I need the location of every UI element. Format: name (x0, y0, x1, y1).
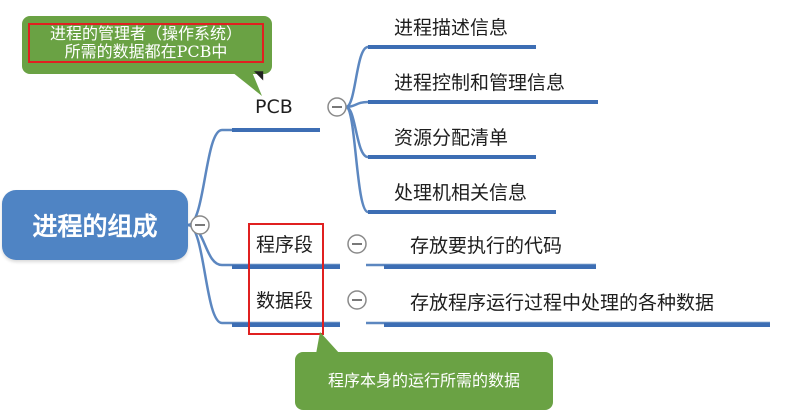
callout-bottom-pointer (316, 332, 340, 354)
pcb-child-control[interactable]: 进程控制和管理信息 (394, 72, 566, 94)
callout-bottom: 程序本身的运行所需的数据 (295, 352, 553, 410)
highlight-box (248, 223, 324, 335)
pcb-child-description[interactable]: 进程描述信息 (394, 17, 509, 39)
connector-pcb-child-1 (345, 45, 536, 109)
pcb-child-resources[interactable]: 资源分配清单 (394, 127, 509, 149)
root-node-label: 进程的组成 (32, 212, 158, 241)
callout-top-line1: 进程的管理者（操作系统） (49, 24, 242, 43)
data-child-data[interactable]: 存放程序运行过程中处理的各种数据 (410, 292, 715, 314)
mouse-cursor-icon: ◥ (254, 68, 264, 82)
callout-top: 进程的管理者（操作系统） 所需的数据都在PCB中 (22, 16, 272, 74)
branch-data-segment[interactable]: 数据段 (256, 290, 314, 312)
collapse-icon-program[interactable] (347, 234, 367, 254)
pcb-child-processor[interactable]: 处理机相关信息 (394, 182, 528, 204)
collapse-icon-root[interactable] (190, 215, 210, 235)
collapse-icon-data[interactable] (347, 290, 367, 310)
root-node[interactable]: 进程的组成 (2, 190, 188, 260)
program-child-code[interactable]: 存放要执行的代码 (410, 235, 563, 257)
branch-pcb[interactable]: PCB (255, 96, 293, 118)
callout-top-highlight: 进程的管理者（操作系统） 所需的数据都在PCB中 (28, 23, 264, 63)
connector-pcb-child-4 (344, 105, 556, 214)
collapse-icon-pcb[interactable] (327, 97, 347, 117)
callout-top-pointer (232, 72, 262, 96)
branch-program-segment[interactable]: 程序段 (256, 234, 314, 256)
connector-root-pcb (187, 128, 320, 227)
callout-top-line2: 所需的数据都在PCB中 (64, 42, 228, 61)
